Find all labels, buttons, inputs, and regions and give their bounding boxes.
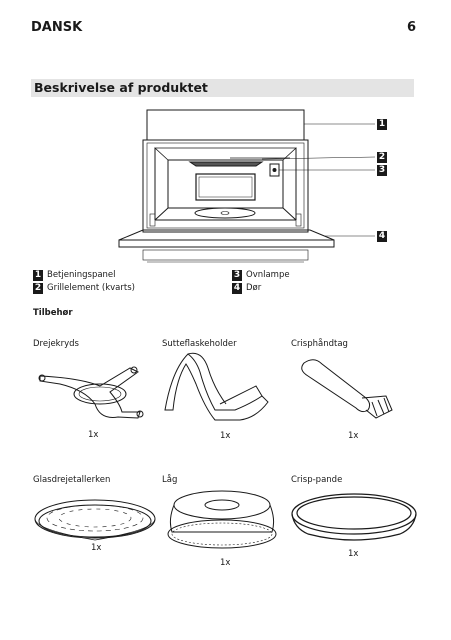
accessory-name-glasdrejetallerken: Glasdrejetallerken [33, 475, 111, 485]
legend-label-3: Ovnlampe [246, 270, 290, 280]
page-number: 6 [407, 20, 417, 35]
accessory-name-drejekryds: Drejekryds [33, 339, 79, 349]
callout-4: 4 [377, 231, 387, 242]
accessory-qty-crisphandtag: 1x [348, 431, 359, 441]
accessory-qty-sutteflaskeholder: 1x [220, 431, 231, 441]
accessories-title: Tilbehør [33, 308, 73, 318]
accessory-name-crisp-pande: Crisp-pande [291, 475, 343, 485]
legend-num-3: 3 [232, 270, 242, 281]
accessory-name-crisphandtag: Crisphåndtag [291, 339, 348, 349]
legend-num-4: 4 [232, 283, 242, 294]
accessory-qty-crisp-pande: 1x [348, 549, 359, 559]
legend-label-2: Grillelement (kvarts) [47, 283, 135, 293]
accessory-name-sutteflaskeholder: Sutteflaskeholder [162, 339, 237, 349]
callout-1: 1 [377, 119, 387, 130]
legend-num-2: 2 [33, 283, 43, 294]
legend-label-1: Betjeningspanel [47, 270, 116, 280]
callout-2: 2 [377, 152, 387, 163]
accessory-qty-laag: 1x [220, 558, 231, 568]
section-heading-bar: Beskrivelse af produktet [31, 79, 414, 97]
section-title: Beskrivelse af produktet [34, 80, 208, 95]
accessory-qty-drejekryds: 1x [88, 430, 99, 440]
header-language: DANSK [31, 20, 83, 35]
accessory-name-laag: Låg [162, 475, 178, 485]
callout-3: 3 [377, 165, 387, 176]
legend-label-4: Dør [246, 283, 262, 293]
legend-num-1: 1 [33, 270, 43, 281]
accessory-qty-glasdrejetallerken: 1x [91, 543, 102, 553]
